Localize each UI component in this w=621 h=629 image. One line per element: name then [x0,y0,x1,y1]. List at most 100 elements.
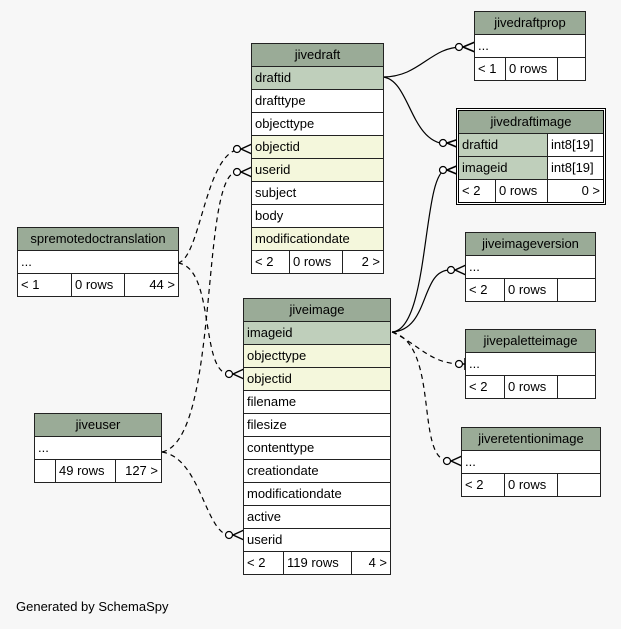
table-footer: < 2 0 rows [466,376,595,398]
parents-count: < 2 [466,376,505,398]
table-header: jivedraft [252,44,383,67]
column-drafttype: drafttype [252,90,383,113]
crowfoot [232,368,245,380]
row-count: 0 rows [505,279,558,301]
parents-count [35,460,56,482]
column-filesize: filesize [244,414,390,437]
table-jiveimage[interactable]: jiveimage imageid objecttype objectid fi… [243,298,391,575]
column-imageid: imageid int8[19] [459,157,603,180]
table-jivepaletteimage[interactable]: jivepaletteimage ... < 2 0 rows [465,329,596,399]
edge-spremotedoctranslation-jiveimage-objectid [177,262,229,375]
column-ellipsis: ... [35,437,161,460]
edge-jiveimage-jiveretentionimage [391,331,449,462]
row-count: 119 rows [284,552,352,574]
table-footer: < 1 0 rows [475,58,585,80]
edge-end-circle [232,167,242,177]
column-ellipsis: ... [462,451,600,474]
column-ellipsis: ... [475,35,585,58]
table-footer: < 2 0 rows 2 > [252,251,383,273]
edge-end-circle [224,369,234,379]
children-count [558,474,600,496]
column-modificationdate: modificationdate [252,228,383,251]
column-subject: subject [252,182,383,205]
crowfoot [232,529,245,541]
row-count: 0 rows [72,274,125,296]
column-active: active [244,506,390,529]
table-header: jiveimageversion [466,233,595,256]
edge-spremotedoctranslation-jivedraft-objectid [177,149,237,264]
row-count: 0 rows [290,251,343,273]
table-footer: < 2 0 rows 0 > [459,180,603,202]
column-draftid: draftid int8[19] [459,134,603,157]
column-name: imageid [459,157,547,179]
parents-count: < 2 [466,279,505,301]
table-header: jivepaletteimage [466,330,595,353]
column-draftid: draftid [252,67,383,90]
children-count [558,58,585,80]
crowfoot [454,264,467,276]
table-header: jiveuser [35,414,161,437]
table-spremotedoctranslation[interactable]: spremotedoctranslation ... < 1 0 rows 44… [17,227,179,297]
table-jiveretentionimage[interactable]: jiveretentionimage ... < 2 0 rows [461,427,601,497]
edge-end-circle [446,265,456,275]
row-count: 0 rows [505,474,558,496]
crowfoot [450,455,463,467]
table-footer: < 2 119 rows 4 > [244,552,390,574]
edge-end-circle [438,138,448,148]
column-userid: userid [252,159,383,182]
children-count: 44 > [149,277,175,292]
table-jivedraftprop[interactable]: jivedraftprop ... < 1 0 rows [474,11,586,81]
generated-by-credit: Generated by SchemaSpy [16,599,169,614]
column-imageid: imageid [244,322,390,345]
table-header: jivedraftprop [475,12,585,35]
row-count: 0 rows [496,180,548,202]
column-ellipsis: ... [18,251,178,274]
table-jiveuser[interactable]: jiveuser ... 49 rows 127 > [34,413,162,483]
children-count: 4 > [368,555,387,570]
parents-count: < 1 [475,58,506,80]
children-count: 0 > [581,183,600,198]
edge-end-circle [224,530,234,540]
edge-end-circle [454,359,464,369]
table-jivedraftimage[interactable]: jivedraftimage draftid int8[19] imageid … [456,108,606,205]
table-footer: < 2 0 rows [466,279,595,301]
column-objectid: objectid [244,368,390,391]
column-type: int8[19] [547,134,603,156]
children-count: 2 > [361,254,380,269]
table-footer: < 2 0 rows [462,474,600,496]
column-objectid: objectid [252,136,383,159]
column-modificationdate: modificationdate [244,483,390,506]
table-header: spremotedoctranslation [18,228,178,251]
column-ellipsis: ... [466,256,595,279]
table-jiveimageversion[interactable]: jiveimageversion ... < 2 0 rows [465,232,596,302]
children-count [558,279,595,301]
column-objecttype: objecttype [244,345,390,368]
parents-count: < 2 [459,180,496,202]
table-footer: < 1 0 rows 44 > [18,274,178,296]
children-count [558,376,595,398]
column-name: draftid [459,134,547,156]
parents-count: < 2 [244,552,284,574]
table-header: jiveretentionimage [462,428,600,451]
edge-end-circle [438,165,448,175]
edge-jiveuser-jiveimage-userid [161,451,229,536]
table-jivedraft[interactable]: jivedraft draftid drafttype objecttype o… [251,43,384,274]
edge-jiveimage-jivepaletteimage [391,331,463,365]
table-header: jivedraftimage [459,111,603,134]
column-filename: filename [244,391,390,414]
row-count: 0 rows [506,58,558,80]
column-ellipsis: ... [466,353,595,376]
parents-count: < 2 [252,251,290,273]
crowfoot [240,143,253,155]
edge-jiveuser-jivedraft-userid [161,171,237,453]
edge-jiveimage-jiveimageversion [391,269,451,333]
edge-end-circle [454,42,464,52]
edge-jivedraft-jivedraftimage [382,76,447,145]
table-header: jiveimage [244,299,390,322]
children-count: 127 > [125,463,158,478]
parents-count: < 2 [462,474,505,496]
row-count: 0 rows [505,376,558,398]
edge-jiveimage-jivedraftimage [391,169,447,333]
crowfoot [462,41,476,53]
